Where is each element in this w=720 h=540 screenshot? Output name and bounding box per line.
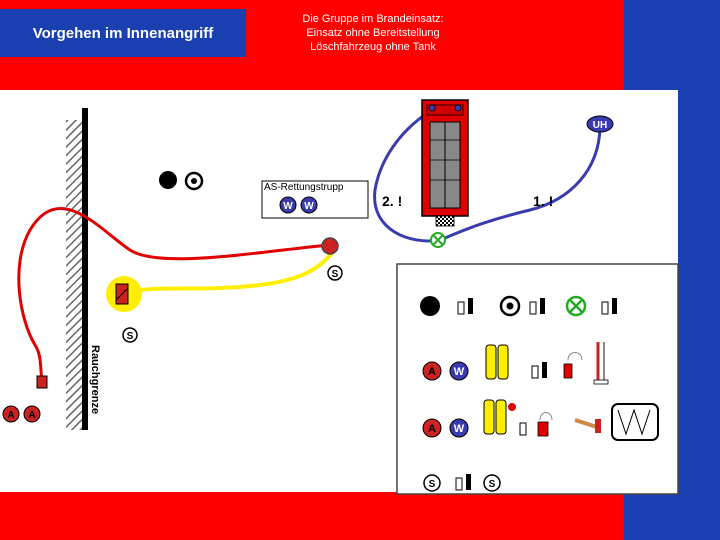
hose-pack-icon — [611, 403, 659, 441]
s-position-icon: S — [327, 265, 343, 281]
attack-a-icon: A — [422, 361, 442, 381]
distributor-icon — [430, 232, 446, 248]
breathing-apparatus-icon — [483, 399, 507, 435]
hose-hydrant-to-pump — [439, 124, 602, 242]
svg-text:S: S — [489, 479, 496, 490]
subtitle-line: Löschfahrzeug ohne Tank — [310, 41, 436, 53]
rescue-gear-icon — [508, 403, 553, 437]
radio-lamp-icon — [457, 298, 473, 315]
radio-lamp-icon — [601, 298, 617, 315]
order-first-label: 1. ! — [533, 193, 553, 209]
attack-a-icon: A — [2, 405, 20, 423]
rescue-w-icon: W — [300, 196, 318, 214]
pump-outlet-icon — [435, 215, 455, 227]
water-w-icon: W — [449, 418, 469, 438]
attack-a-icon: A — [23, 405, 41, 423]
nozzle-icon — [574, 418, 601, 433]
radio-lamp-icon — [531, 362, 547, 379]
subtitle-line: Die Gruppe im Brandeinsatz: — [302, 13, 444, 25]
equipment-panel — [396, 263, 679, 495]
s-position-icon: S — [122, 327, 138, 343]
svg-text:W: W — [283, 201, 293, 212]
page-subtitle: Die Gruppe im Brandeinsatz: Einsatz ohne… — [258, 12, 488, 54]
svg-text:W: W — [454, 366, 465, 378]
hydrant-icon: UH — [586, 115, 614, 133]
svg-text:A: A — [428, 366, 436, 378]
hydrant-label: UH — [593, 120, 607, 131]
machinist-icon — [499, 295, 521, 317]
svg-text:W: W — [304, 201, 314, 212]
distributor-icon — [565, 295, 587, 317]
radio-lamp-icon — [529, 298, 545, 315]
group-leader-icon — [420, 296, 440, 316]
hose-red-attack — [17, 206, 331, 381]
smoke-curtain-icon — [106, 276, 142, 312]
machinist-icon — [184, 171, 204, 191]
rescue-team-label: AS-Rettungstrupp — [264, 182, 344, 193]
svg-text:S: S — [429, 479, 436, 490]
svg-text:A: A — [428, 423, 436, 435]
fire-truck — [421, 99, 469, 217]
coupling-icon — [321, 237, 339, 255]
smoke-border-label: Rauchgrenze — [89, 345, 101, 414]
order-second-label: 2. ! — [382, 193, 402, 209]
wall-hatching — [66, 120, 82, 430]
s-position-icon: S — [423, 474, 441, 492]
subtitle-line: Einsatz ohne Bereitstellung — [306, 27, 440, 39]
svg-text:S: S — [332, 269, 339, 280]
rescue-w-icon: W — [279, 196, 297, 214]
smoke-border-wall — [82, 108, 88, 430]
s-position-icon: S — [483, 474, 501, 492]
hose-pump-to-distributor — [373, 108, 441, 243]
svg-text:A: A — [7, 410, 14, 421]
attack-a-icon: A — [422, 418, 442, 438]
water-w-icon: W — [449, 361, 469, 381]
breathing-apparatus-icon — [485, 344, 509, 380]
group-leader-icon — [159, 171, 177, 189]
svg-text:W: W — [454, 423, 465, 435]
svg-text:A: A — [28, 410, 35, 421]
nozzle-icon — [36, 375, 48, 389]
rescue-gear-icon — [563, 352, 583, 379]
svg-text:S: S — [127, 331, 134, 342]
bottom-border-band — [0, 492, 624, 540]
tools-icon — [593, 342, 609, 385]
radio-lamp-icon — [455, 474, 471, 491]
hose-yellow-attack — [127, 246, 338, 294]
page-title: Vorgehen im Innenangriff — [0, 9, 246, 57]
